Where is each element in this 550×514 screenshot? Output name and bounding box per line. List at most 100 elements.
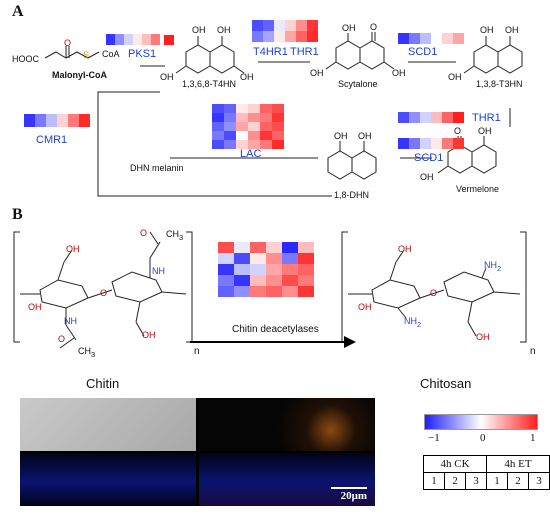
heatmap-cell (453, 138, 464, 149)
heatmap-cell (420, 33, 431, 44)
malonyl-o-label: O (64, 38, 72, 48)
heatmap-scd1-top (398, 33, 464, 44)
t3hn-oh-3: OH (448, 72, 462, 82)
heatmap-cell (224, 104, 236, 113)
gene-lac: LAC (240, 148, 262, 160)
heatmap-cell (420, 112, 431, 123)
chitin-bracket-left (13, 231, 20, 343)
gene-t4hr1: T4HR1 (253, 46, 288, 58)
heatmap-cell (212, 131, 224, 140)
t3hn-oh-1: OH (480, 25, 494, 35)
chitosan-label: Chitosan (420, 376, 472, 391)
heatmap-cell (260, 122, 272, 131)
scale-bar-label: 20μm (340, 490, 367, 502)
heatmap-cell (68, 114, 79, 127)
heatmap-cell (24, 114, 35, 127)
heatmap-cell (409, 138, 420, 149)
malonyl-coa-label: Malonyl-CoA (52, 70, 107, 80)
heatmap-cell (263, 31, 274, 42)
panel-label-b: B (12, 206, 23, 223)
vermelone-oh-2: OH (420, 172, 434, 182)
heatmap-cell (431, 33, 442, 44)
heatmap-cell (398, 33, 409, 44)
heatmap-cell (260, 140, 272, 149)
chitin-ch3-bottom: CH3 (78, 346, 96, 359)
dhn-oh-2: OH (358, 131, 372, 141)
chitosan-oh-left: OH (358, 302, 372, 312)
heatmap-cell (252, 20, 263, 31)
heatmap-cell (212, 140, 224, 149)
scytalone-oh-3: OH (392, 68, 406, 78)
heatmap-cell (212, 122, 224, 131)
chitin-oh-top: OH (66, 244, 80, 254)
malonyl-coa-structure (44, 46, 100, 59)
heatmap-cell (236, 131, 248, 140)
chitin-ring-left (20, 249, 89, 349)
heatmap-pks1 (106, 34, 160, 45)
t3hn-label: 1,3,8-T3HN (476, 79, 523, 89)
heatmap-chitin-deacetylases (218, 242, 314, 297)
heatmap-cell (260, 104, 272, 113)
heatmap-cell (142, 34, 151, 45)
rep-cell: 3 (465, 472, 487, 490)
heatmap-cell (453, 112, 464, 123)
panel-label-a: A (12, 3, 24, 20)
heatmap-cell (248, 104, 260, 113)
heatmap-cell (282, 275, 298, 286)
heatmap-cell (431, 138, 442, 149)
heatmap-cell (274, 31, 285, 42)
rep-cell: 3 (528, 472, 550, 490)
heatmap-cell (272, 113, 284, 122)
gene-scd1-top: SCD1 (408, 46, 438, 58)
chitin-n-label: n (194, 346, 200, 357)
heatmap-cell (248, 131, 260, 140)
heatmap-cell (218, 264, 234, 275)
heatmap-cell (260, 113, 272, 122)
rep-cell: 2 (444, 472, 466, 490)
heatmap-cell (248, 113, 260, 122)
micrograph-merged (199, 453, 375, 506)
heatmap-cell (298, 275, 314, 286)
rep-cell: 1 (423, 472, 445, 490)
t3hn-oh-2: OH (505, 25, 519, 35)
heatmap-scd1-right (398, 138, 464, 149)
chitin-o-bottom: O (58, 334, 66, 344)
chitin-nh-bottom: NH (64, 316, 77, 326)
heatmap-cell (272, 122, 284, 131)
colorbar-max: 1 (530, 432, 536, 444)
dhn-melanin-label: DHN melanin (130, 163, 184, 173)
micrograph-orange-fluorescence (199, 398, 375, 451)
heatmap-cell (250, 242, 266, 253)
heatmap-cell (282, 286, 298, 297)
t4hn-oh-1: OH (192, 25, 206, 35)
heatmap-cell (409, 112, 420, 123)
dhn-oh-1: OH (334, 131, 348, 141)
chitin-bracket-right (186, 231, 193, 343)
heatmap-cell (212, 113, 224, 122)
chitosan-oh-top: OH (398, 244, 412, 254)
chitin-ring-right (87, 231, 187, 337)
colorbar (424, 414, 538, 430)
chitosan-oh-bottom: OH (476, 332, 490, 342)
gene-thr1-right: THR1 (472, 112, 501, 124)
heatmap-cell (250, 253, 266, 264)
heatmap-cell (282, 242, 298, 253)
heatmap-cell (282, 253, 298, 264)
heatmap-cell (57, 114, 68, 127)
heatmap-cell (420, 138, 431, 149)
chitin-oh-bottom: OH (142, 330, 156, 340)
scytalone-oh-1: OH (342, 23, 356, 33)
t4hn-oh-3: OH (160, 72, 174, 82)
heatmap-cell (234, 242, 250, 253)
scale-bar (331, 487, 367, 489)
scytalone-structure (325, 32, 395, 70)
heatmap-cell (35, 114, 46, 127)
heatmap-cell (298, 253, 314, 264)
heatmap-cell (272, 131, 284, 140)
heatmap-cell (224, 113, 236, 122)
heatmap-cell (106, 34, 115, 45)
heatmap-cell (266, 253, 282, 264)
t4hn-label: 1,3,6,8-T4HN (182, 79, 237, 89)
gene-thr1-top: THR1 (290, 46, 319, 58)
